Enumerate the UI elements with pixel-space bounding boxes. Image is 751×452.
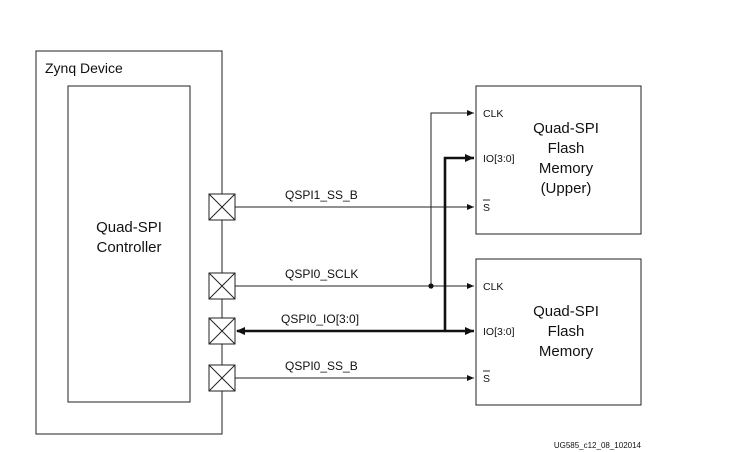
wire-sclk-branch-upper: [430, 110, 474, 286]
quad-spi-controller-box: [67, 85, 191, 403]
io-pad-sclk: [208, 272, 236, 300]
controller-label-line1: Quad-SPI: [96, 219, 162, 236]
junction-sclk: [428, 283, 434, 289]
flash-upper-box: [475, 85, 642, 235]
io-pad-io: [208, 317, 236, 345]
signal-label-qspi0-sclk: QSPI0_SCLK: [285, 267, 358, 281]
flash-lower-pin-io: IO[3:0]: [483, 326, 515, 338]
flash-lower-pin-clk: CLK: [483, 281, 503, 293]
flash-upper-pin-clk: CLK: [483, 108, 503, 120]
flash-lower-box: [475, 258, 642, 406]
flash-upper-label-line3: Memory: [539, 160, 594, 177]
flash-upper-label-line2: Flash: [548, 140, 585, 157]
flash-lower-pin-s: S: [483, 373, 490, 385]
wire-io-branch-upper: [443, 154, 474, 331]
io-pad-ss1: [208, 193, 236, 221]
flash-upper-pin-s: S: [483, 202, 490, 214]
signal-label-qspi0-ss-b: QSPI0_SS_B: [285, 359, 358, 373]
flash-upper-pin-io: IO[3:0]: [483, 153, 515, 165]
zynq-device-title: Zynq Device: [45, 60, 123, 76]
flash-upper-label-line1: Quad-SPI: [533, 120, 599, 137]
figure-id: UG585_c12_08_102014: [554, 441, 642, 450]
controller-label-line2: Controller: [96, 239, 161, 256]
flash-lower-label-line2: Flash: [548, 323, 585, 340]
flash-upper-label-line4: (Upper): [541, 180, 592, 197]
flash-lower-label-line1: Quad-SPI: [533, 303, 599, 320]
io-pad-ss0: [208, 364, 236, 392]
flash-lower-label-line3: Memory: [539, 343, 594, 360]
signal-label-qspi0-io: QSPI0_IO[3:0]: [281, 312, 359, 326]
signal-label-qspi1-ss-b: QSPI1_SS_B: [285, 188, 358, 202]
